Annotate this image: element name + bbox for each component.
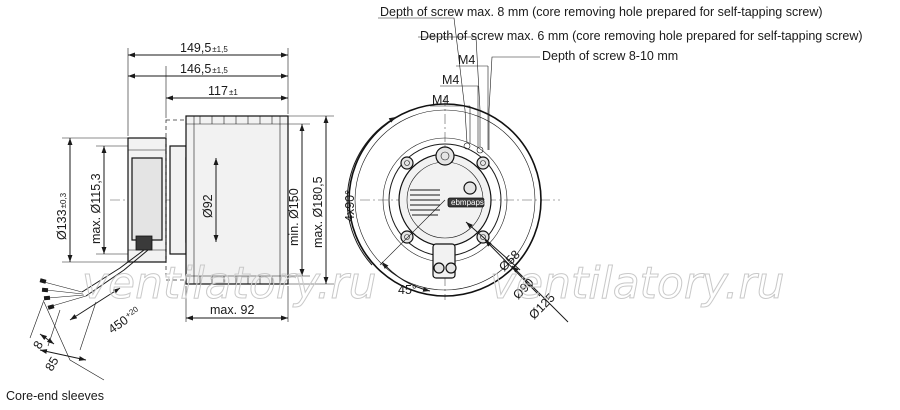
- cable-gland: [135, 235, 153, 251]
- impeller-drum: [185, 115, 289, 285]
- thread-label-m4-b: M4: [442, 73, 459, 87]
- heatsink-fins: [410, 189, 440, 216]
- angle-arc-4x90: [346, 116, 397, 266]
- dim-label-146-5: 146,5±1,5: [180, 62, 228, 76]
- note-screw-8mm: Depth of screw max. 8 mm (core removing …: [380, 5, 823, 19]
- note-leader-6mm: [418, 36, 481, 147]
- dim-label-117: 117±1: [208, 84, 238, 98]
- dim-line-125: [511, 265, 569, 323]
- brand-label: ebmpapst: [451, 198, 487, 207]
- cable-cores: [43, 281, 87, 307]
- dim-label-133: Ø133±0,3: [55, 192, 69, 240]
- dim-label-max-92: max. 92: [210, 303, 255, 317]
- dim-line-85: [39, 349, 87, 361]
- core-end-sleeves: [39, 278, 55, 310]
- note-screw-6mm: Depth of screw max. 6 mm (core removing …: [420, 29, 863, 43]
- thread-label-m4-a: M4: [458, 53, 475, 67]
- dim-label-150: min. Ø150: [287, 188, 301, 246]
- cable: [81, 249, 145, 293]
- dim-label-115-3: max. Ø115,3: [89, 173, 103, 244]
- thread-label-m4-c: M4: [432, 93, 449, 107]
- flange-boss: [131, 157, 163, 241]
- note-screw-8-10: Depth of screw 8-10 mm: [542, 49, 678, 63]
- dim-label-92: Ø92: [201, 194, 215, 218]
- dim-line-450: [69, 287, 121, 321]
- note-leader-8mm: [378, 17, 468, 144]
- dim-line-58: [465, 221, 521, 271]
- side-view: 149,5±1,5 146,5±1,5 117±1 Ø133±0,3 max. …: [6, 41, 334, 403]
- impeller-outline: [348, 103, 542, 297]
- watermark-left: ventilatory.ru: [82, 258, 377, 309]
- dim-label-8: 8: [30, 338, 46, 351]
- angle-arc-45: [381, 261, 431, 292]
- front-view: ebmpapst Depth of screw max. 8 mm (core …: [343, 5, 863, 323]
- angle-label-45: 45°: [398, 283, 417, 297]
- dim-line-8: [39, 333, 55, 345]
- watermark-right: ventilatory.ru: [490, 258, 785, 309]
- brand-plate: [447, 197, 485, 208]
- top-boss: [435, 146, 455, 166]
- dim-label-85: 85: [42, 354, 61, 373]
- core-end-leader: [43, 301, 105, 381]
- core-end-label: Core-end sleeves: [6, 389, 104, 403]
- right-boss: [463, 181, 477, 195]
- dim-label-149-5: 149,5±1,5: [180, 41, 228, 55]
- dim-label-450: 450+20: [106, 304, 144, 336]
- impeller-blades: [199, 116, 273, 284]
- angle-label-4x90: 4x90°: [343, 190, 357, 222]
- note-leader-8-10: [488, 56, 540, 150]
- motor-shoulder: [169, 145, 187, 255]
- dim-label-180-5: max. Ø180,5: [311, 176, 325, 248]
